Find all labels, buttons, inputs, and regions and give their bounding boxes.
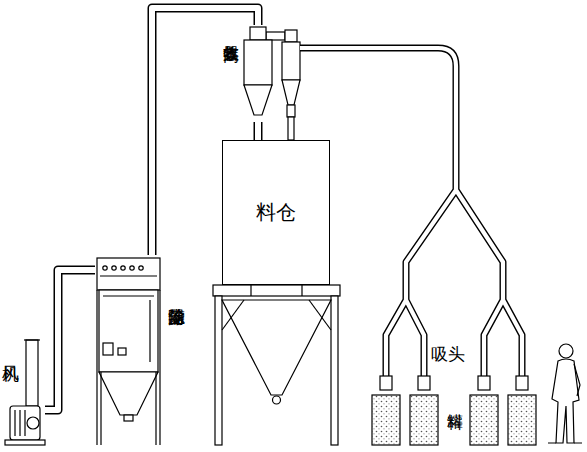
pipe-connector <box>254 122 263 140</box>
platform-line <box>301 285 302 296</box>
fan-housing <box>27 417 39 429</box>
cyclone-body <box>282 42 300 80</box>
silo-cone <box>222 300 331 395</box>
pipe-outline <box>300 48 522 377</box>
pulse-nozzle <box>112 266 116 270</box>
fan-base <box>5 440 45 445</box>
cyclone-cone <box>244 85 272 115</box>
suction-pipe <box>300 48 522 377</box>
rotary-valve <box>287 105 295 117</box>
person-arm <box>574 364 580 396</box>
filter-leg <box>159 290 160 445</box>
pipe-connector-group <box>45 270 95 410</box>
silo-valve <box>273 396 281 404</box>
silo-leg <box>331 296 338 445</box>
pulse-nozzle <box>139 266 143 270</box>
suction-head-label: 吸头 <box>431 346 465 364</box>
platform-line <box>250 285 251 296</box>
pipe-connector <box>45 270 95 410</box>
suction-head <box>418 376 430 390</box>
suction-head <box>478 376 490 390</box>
material-cans <box>372 395 536 445</box>
motor-body <box>10 406 40 440</box>
discharge-valve <box>124 415 133 421</box>
filter-leg <box>96 290 97 445</box>
filter-body <box>99 290 158 372</box>
pipe-inner <box>152 8 258 255</box>
silo-leg <box>215 296 222 445</box>
cyclone-cone <box>282 80 300 105</box>
silo-frame <box>213 285 340 445</box>
pipe-connector <box>152 8 258 255</box>
suction-head <box>380 376 392 390</box>
filter-drawing <box>97 258 160 445</box>
cyclone-body <box>244 40 272 85</box>
control-box <box>118 348 126 355</box>
control-box <box>103 343 113 355</box>
pipe-inner <box>300 48 522 377</box>
body-line <box>103 295 154 296</box>
pipe-connector-group <box>258 122 259 140</box>
pulse-nozzle <box>130 266 134 270</box>
equipment-name: 料仓 <box>256 202 296 223</box>
person-figure <box>548 344 582 443</box>
cyclone-collector: 高效收集器 <box>220 25 305 122</box>
pulse-nozzle <box>121 266 125 270</box>
person-body <box>552 359 579 443</box>
cyclone-inlet <box>285 30 297 42</box>
material-can <box>410 395 438 445</box>
discharge-pipe <box>288 117 294 140</box>
filter-leg <box>155 372 156 445</box>
stack-cap <box>24 339 40 340</box>
fan-drawing <box>5 340 45 445</box>
pipe-inner <box>255 122 261 140</box>
pipe-line <box>149 300 150 362</box>
material-can <box>470 395 498 445</box>
frame-brace <box>309 300 331 330</box>
motor-fin <box>19 410 20 436</box>
pulse-nozzle <box>103 266 107 270</box>
person-feet <box>548 442 582 443</box>
suction-head <box>516 376 528 390</box>
frame-brace <box>222 300 244 330</box>
filter-dust-collector: 滤筒除尘器 <box>95 255 190 445</box>
filter-hopper <box>99 372 158 415</box>
exhaust-stack <box>26 340 38 406</box>
fan-unit: 风机 <box>2 338 45 445</box>
material-can <box>508 395 536 445</box>
pipe-inner <box>45 270 95 410</box>
suction-heads <box>380 376 528 390</box>
material-can <box>372 395 400 445</box>
motor-fin <box>14 410 15 436</box>
pipe-connector-group <box>152 8 258 255</box>
person-head <box>559 344 573 358</box>
motor-fin <box>24 410 25 436</box>
collector-drawing <box>244 27 300 140</box>
header-line <box>100 275 157 276</box>
storage-silo: 料仓 <box>222 140 330 285</box>
cyclone-inlet <box>250 27 266 40</box>
silo-platform <box>213 285 340 296</box>
filter-header <box>97 258 160 290</box>
filter-leg <box>100 372 101 445</box>
connecting-duct <box>266 32 285 40</box>
